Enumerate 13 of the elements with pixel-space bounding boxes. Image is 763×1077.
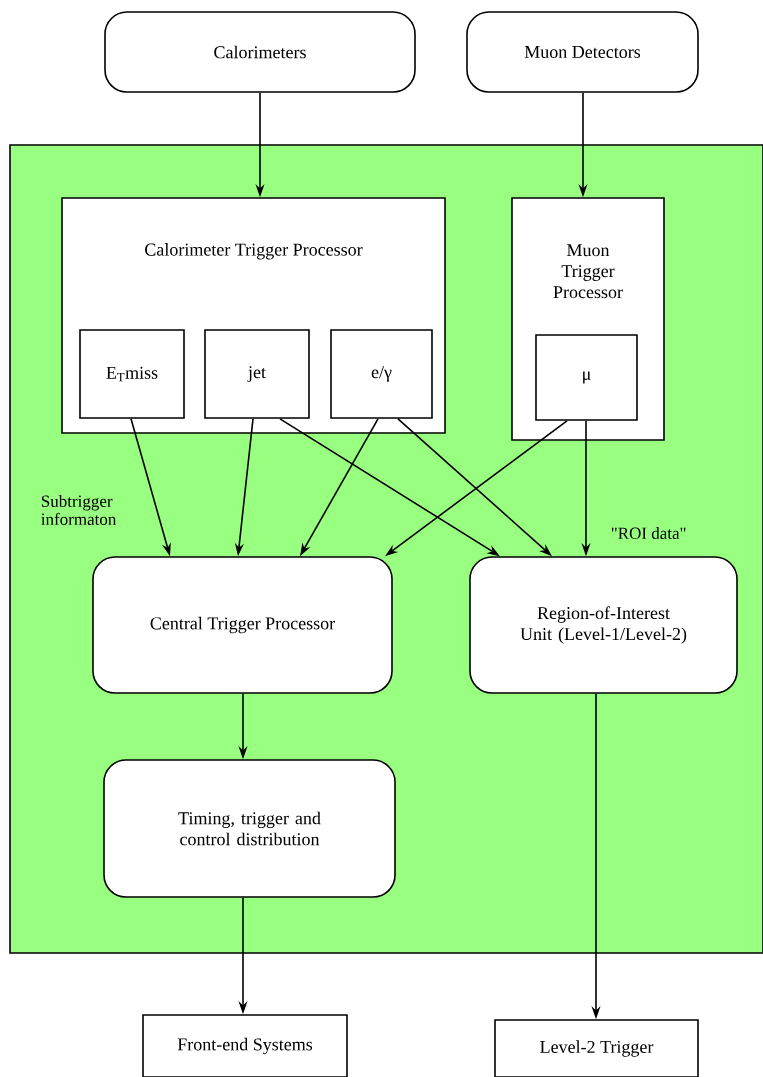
process-box: Level-2 Trigger [494,1019,699,1077]
process-box: μ [535,334,638,421]
annotation: "ROI data" [611,527,686,539]
rounded-box: Timing, trigger and control distribution [103,759,396,898]
process-box: Front-end Systems [142,1014,348,1077]
annotation: Subtrigger informaton [41,495,117,525]
rounded-box: Central Trigger Processor [92,556,393,694]
rounded-box: Region-of-Interest Unit (Level-1/Level-2) [469,556,738,694]
process-box: jet [204,329,310,419]
rounded-box: Muon Detectors [466,11,699,93]
rounded-box: Calorimeters [104,11,416,93]
process-box: e/γ [330,329,433,419]
process-box: E$_{T}$miss [79,329,185,419]
